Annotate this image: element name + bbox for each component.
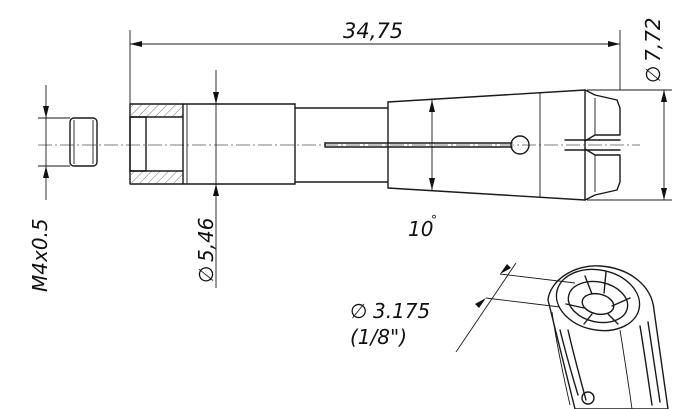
taper-angle-label: 10 [408, 217, 433, 241]
shank-diameter-dimension [213, 70, 219, 288]
taper-angle-unit: ° [431, 213, 437, 227]
outer-diameter-dimension [587, 89, 672, 201]
outer-diameter-symbol: ∅ [641, 66, 665, 83]
length-dimension [129, 30, 621, 104]
collet-isometric-view [547, 265, 669, 409]
bore-diameter-leader [455, 262, 576, 353]
collet-body [129, 89, 621, 201]
thread-label: M4x0.5 [28, 218, 52, 292]
bore-diameter-inch-label: (1/8") [350, 325, 407, 349]
thread-dimension [38, 85, 70, 200]
bore-diameter-label: 3.175 [373, 299, 430, 323]
length-label: 34,75 [343, 19, 403, 43]
taper-angle-dimension [429, 100, 435, 190]
bore-diameter-symbol: ∅ [350, 299, 367, 323]
outer-diameter-label: 7,72 [641, 17, 665, 62]
shank-diameter-symbol: ∅ [194, 266, 218, 283]
shank-diameter-label: 5,46 [194, 217, 218, 262]
set-screw [69, 117, 98, 167]
